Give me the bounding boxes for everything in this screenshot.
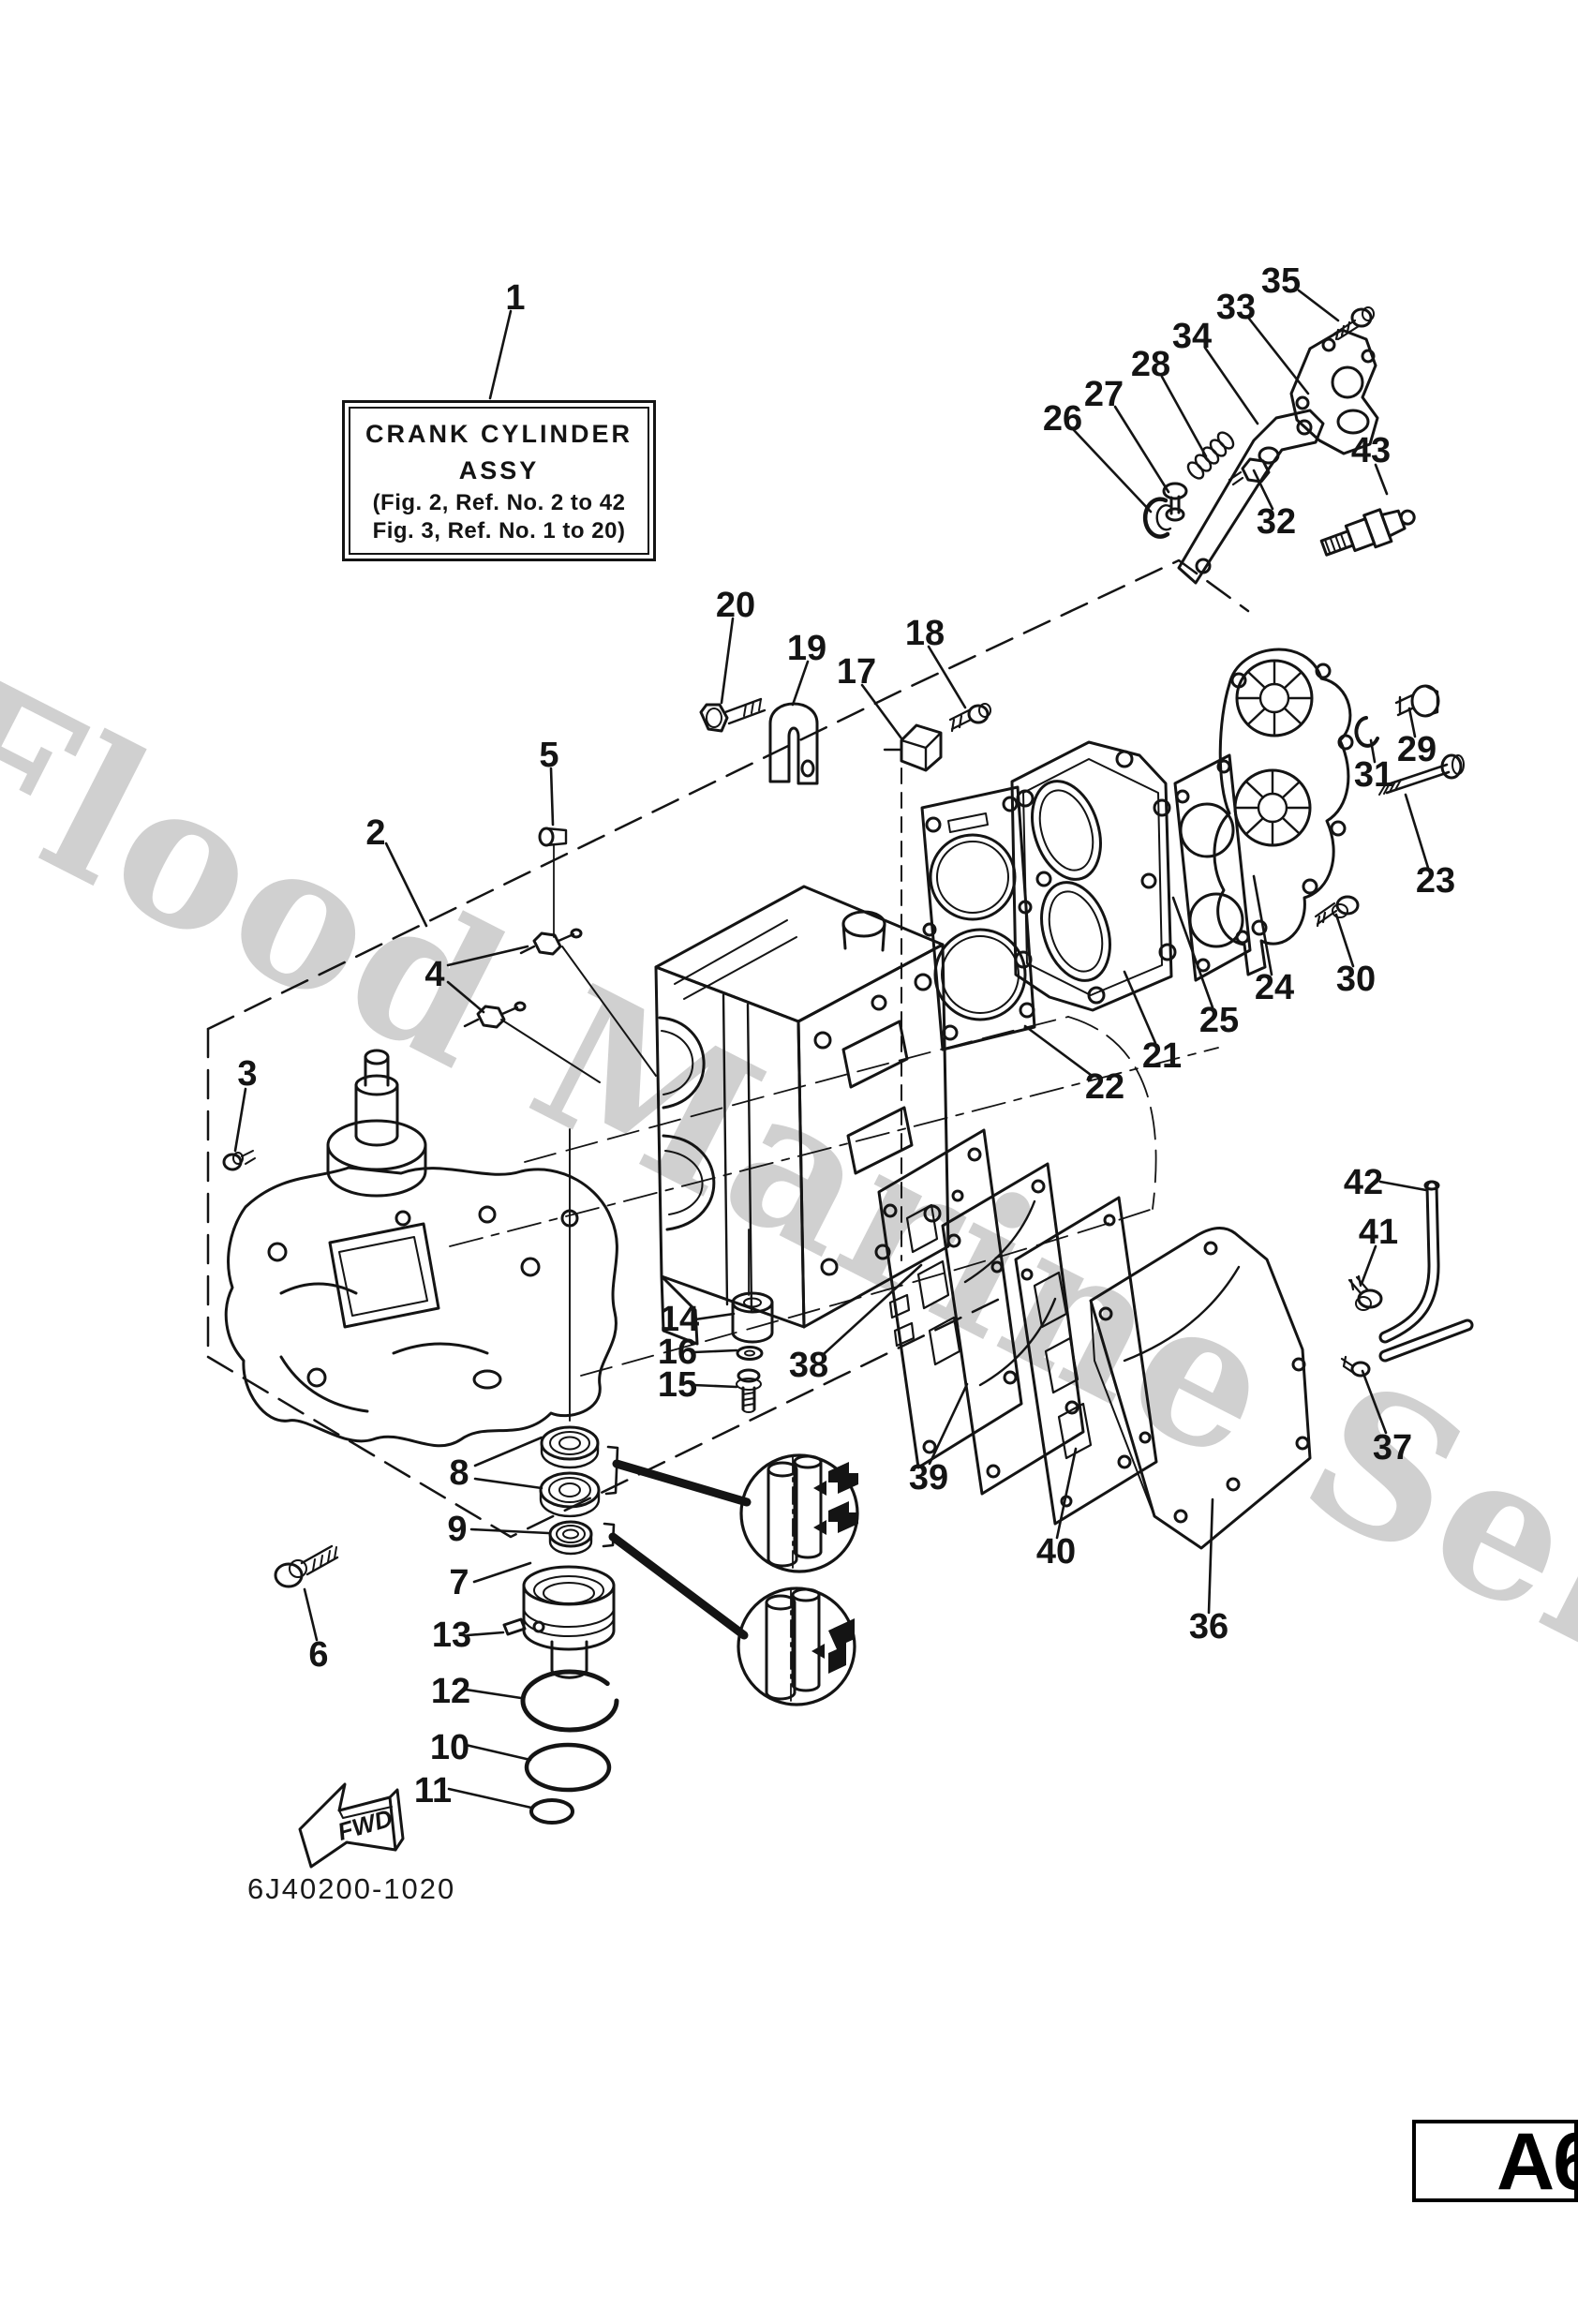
- detail-insets: [602, 1445, 859, 1706]
- callout-34: 34: [1171, 317, 1213, 356]
- callout-8: 8: [449, 1453, 469, 1493]
- callout-25: 25: [1198, 1001, 1240, 1040]
- exhaust-plates: [877, 1128, 1474, 1550]
- head-gasket: [920, 785, 1036, 1051]
- piston-and-bearings: [502, 1128, 774, 1825]
- block-hardware: [538, 697, 991, 847]
- title-line-4: Fig. 3, Ref. No. 1 to 20): [372, 518, 626, 544]
- callout-42: 42: [1343, 1163, 1384, 1202]
- crankcase-assembly: [224, 1049, 618, 1448]
- page-tag-label: A6: [1496, 2120, 1574, 2202]
- callout-29: 29: [1396, 730, 1437, 769]
- callout-35: 35: [1260, 261, 1302, 301]
- cylinder-block: [654, 885, 950, 1346]
- callout-11: 11: [413, 1771, 453, 1810]
- spark-plug: [1319, 508, 1416, 557]
- title-line-2: ASSY: [458, 456, 540, 484]
- callout-4: 4: [424, 955, 445, 994]
- callout-39: 39: [908, 1458, 949, 1497]
- callout-9: 9: [447, 1510, 468, 1549]
- fwd-arrow: FWD: [298, 1782, 405, 1869]
- title-line-3: (Fig. 2, Ref. No. 2 to 42: [372, 490, 626, 516]
- callout-14: 14: [659, 1300, 700, 1339]
- callout-7: 7: [449, 1563, 469, 1602]
- head-cover-gasket: [1173, 753, 1252, 982]
- crankcase-hardware: [222, 928, 583, 1588]
- cylinder-head: [1010, 740, 1177, 1012]
- callout-28: 28: [1130, 345, 1171, 384]
- callout-32: 32: [1256, 502, 1297, 542]
- callout-13: 13: [431, 1616, 472, 1655]
- callout-30: 30: [1335, 960, 1377, 999]
- leader-lines: [233, 289, 1430, 1810]
- callout-19: 19: [786, 629, 827, 668]
- callout-31: 31: [1353, 755, 1394, 795]
- callout-15: 15: [657, 1365, 698, 1405]
- callout-5: 5: [539, 736, 559, 775]
- callout-3: 3: [237, 1054, 258, 1094]
- callout-21: 21: [1141, 1036, 1183, 1076]
- callout-38: 38: [788, 1346, 829, 1385]
- callout-27: 27: [1083, 375, 1124, 414]
- callout-16: 16: [657, 1333, 698, 1372]
- callout-17: 17: [836, 652, 877, 692]
- callout-12: 12: [430, 1672, 471, 1711]
- callout-43: 43: [1350, 431, 1392, 470]
- page-tag-box: A6: [1412, 2120, 1578, 2202]
- callout-6: 6: [308, 1635, 329, 1675]
- callout-1: 1: [505, 278, 526, 318]
- callout-37: 37: [1372, 1428, 1413, 1467]
- callout-36: 36: [1188, 1607, 1229, 1646]
- callout-18: 18: [904, 614, 945, 653]
- title-line-1: CRANK CYLINDER: [365, 419, 633, 448]
- cover-hardware: [1314, 684, 1465, 928]
- title-box: CRANK CYLINDER ASSY (Fig. 2, Ref. No. 2 …: [342, 400, 656, 561]
- drawing-code: 6J40200-1020: [247, 1872, 456, 1905]
- callout-33: 33: [1215, 288, 1257, 327]
- callout-41: 41: [1358, 1213, 1399, 1252]
- callout-26: 26: [1042, 399, 1083, 439]
- callout-24: 24: [1254, 968, 1295, 1007]
- callout-40: 40: [1035, 1532, 1077, 1572]
- callout-23: 23: [1415, 861, 1456, 901]
- thermostat-parts: [1142, 306, 1416, 585]
- construction-lines: [206, 559, 1250, 1539]
- callout-10: 10: [429, 1728, 470, 1767]
- callout-20: 20: [715, 586, 756, 625]
- cylinder-head-cover: [1213, 648, 1354, 976]
- callout-2: 2: [365, 813, 386, 853]
- callout-22: 22: [1084, 1067, 1125, 1107]
